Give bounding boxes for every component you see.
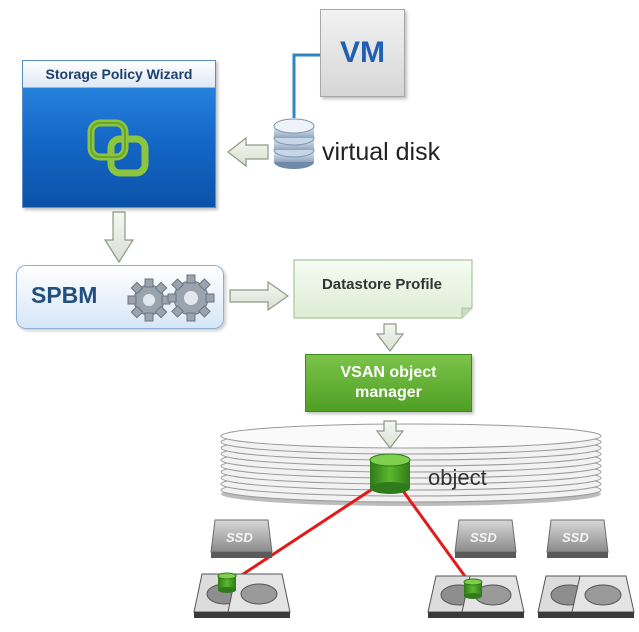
vsan-object-manager-box: VSAN object manager — [305, 354, 472, 412]
vm-disk-connector — [292, 53, 320, 118]
gears-icon — [127, 274, 215, 322]
spbm-box: SPBM — [16, 265, 224, 329]
component-cylinder-left-icon — [217, 572, 237, 593]
ssd-drive-middle: SSD — [454, 519, 517, 558]
virtual-disk-label: virtual disk — [322, 138, 441, 166]
ssd-label-right: SSD — [562, 530, 589, 545]
component-cylinder-middle-icon — [463, 578, 483, 599]
vsan-label-line2: manager — [355, 384, 422, 401]
ssd-drive-left: SSD — [210, 519, 273, 558]
hdd-pair-right — [537, 575, 635, 618]
arrow-spbm-to-profile — [229, 280, 290, 312]
object-label: object — [428, 465, 487, 490]
ssd-drive-right: SSD — [546, 519, 609, 558]
object-connector-right — [396, 483, 474, 587]
object-cylinder-icon — [369, 453, 411, 494]
datastore-profile-label: Datastore Profile — [321, 276, 443, 293]
arrow-vsan-to-object — [375, 420, 405, 449]
storage-policy-wizard-window: Storage Policy Wizard — [22, 60, 216, 208]
spbm-label: SPBM — [31, 282, 98, 308]
ssd-label-left: SSD — [226, 530, 253, 545]
vm-box: VM — [320, 9, 405, 97]
wizard-title: Storage Policy Wizard — [23, 61, 215, 88]
virtual-disk-icon — [273, 118, 315, 169]
arrow-wizard-to-spbm — [103, 211, 135, 264]
vsan-datastore-platter — [220, 423, 602, 506]
vsan-label-line1: VSAN object — [340, 364, 437, 381]
hdd-pair-left — [193, 573, 291, 618]
datastore-profile-document — [293, 259, 473, 319]
ssd-label-middle: SSD — [470, 530, 497, 545]
object-connector-left — [227, 482, 381, 586]
arrow-profile-to-vsan — [375, 323, 405, 352]
vsphere-logo-icon — [87, 119, 149, 177]
arrow-disk-to-wizard — [227, 136, 269, 168]
